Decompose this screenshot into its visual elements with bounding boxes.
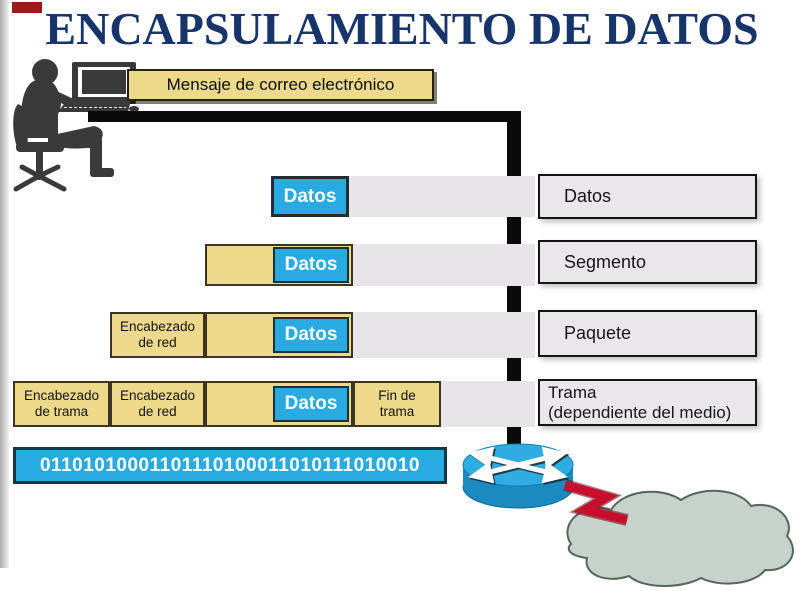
pdu-name-paquete-label: Paquete — [564, 323, 632, 343]
slide-edge-strip — [0, 0, 9, 568]
frame-header-label: Encabezado de trama — [23, 388, 100, 419]
pdu-name-segmento: Segmento — [538, 240, 757, 284]
person-at-computer-icon — [13, 59, 139, 192]
email-message-box: Mensaje de correo electrónico — [127, 69, 434, 101]
pdu-name-datos: Datos — [538, 174, 757, 219]
data-box-row2: Datos — [273, 247, 349, 283]
data-box-row1: Datos — [271, 176, 349, 217]
network-header-label: Encabezado de red — [119, 388, 196, 419]
frame-trailer-box: Fin de trama — [353, 381, 441, 427]
pdu-name-paquete: Paquete — [538, 310, 757, 357]
pdu-name-trama-note: (dependiente del medio) — [548, 402, 732, 422]
serial-link-zigzag-icon — [563, 479, 629, 526]
router-icon — [462, 443, 574, 509]
frame-trailer-label: Fin de trama — [378, 388, 416, 419]
network-header-label: Encabezado de red — [119, 319, 196, 350]
cable-line-horizontal — [88, 111, 521, 122]
slide-title: ENCAPSULAMIENTO DE DATOS — [45, 3, 759, 54]
data-box-label: Datos — [284, 324, 338, 345]
data-box-label: Datos — [283, 185, 337, 207]
email-message-label: Mensaje de correo electrónico — [166, 75, 395, 94]
frame-header-box: Encabezado de trama — [13, 381, 110, 427]
pdu-name-trama: Trama (dependiente del medio) — [538, 379, 757, 426]
mouse-icon — [129, 106, 139, 112]
data-box-row4: Datos — [273, 386, 349, 422]
slide-accent-bar — [12, 2, 42, 13]
pdu-name-segmento-label: Segmento — [564, 251, 647, 272]
pdu-name-datos-label: Datos — [564, 186, 612, 206]
bit-stream-bar: 01101010001101110100011010111010010 — [13, 447, 447, 484]
network-header-box-row3: Encabezado de red — [110, 312, 205, 358]
network-header-box-row4: Encabezado de red — [110, 381, 205, 427]
pdu-name-trama-label: Trama — [548, 382, 597, 402]
data-box-label: Datos — [284, 254, 338, 275]
data-box-row3: Datos — [273, 317, 349, 353]
person-head — [32, 59, 58, 85]
bit-stream-value: 01101010001101110100011010111010010 — [39, 454, 420, 476]
chair-icon — [13, 104, 28, 146]
data-box-label: Datos — [284, 393, 338, 414]
